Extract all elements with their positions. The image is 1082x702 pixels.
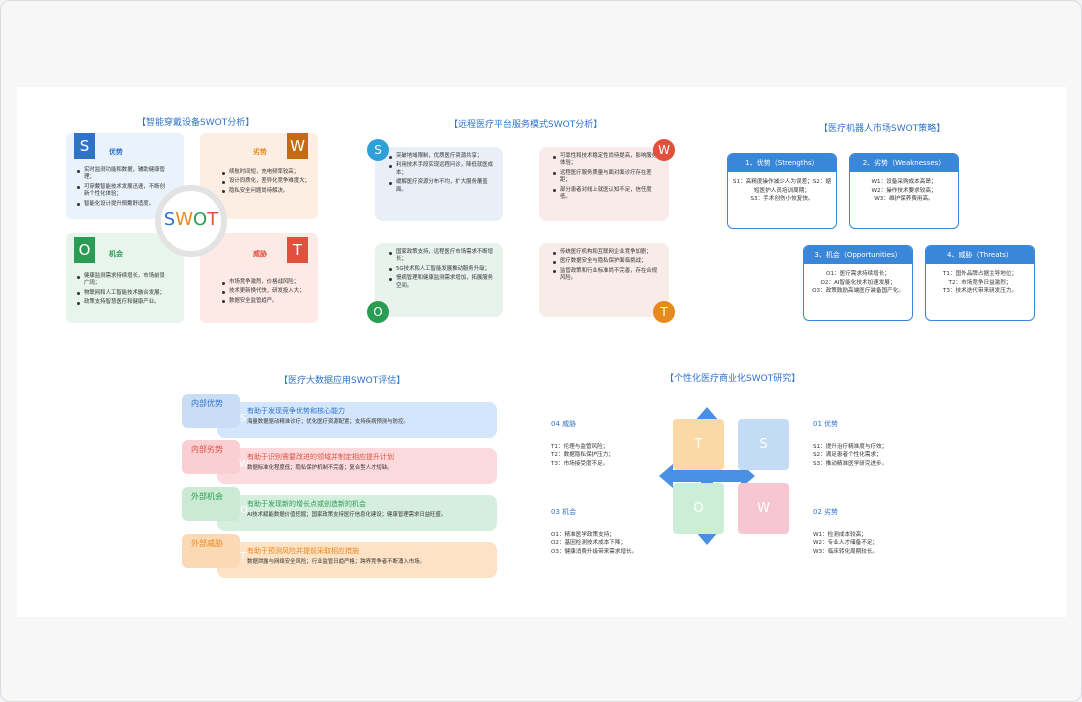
telemedicine-strength-badge: S (367, 139, 389, 161)
opportunity-tag-label: 外部机会 (191, 492, 223, 501)
list-item: 物联网和人工智能技术融合发展； (77, 290, 169, 297)
weakness-list: 续航时间短，充电频率较高； 设计同质化，差异化竞争难度大； 隐私安全问题尚待解决… (222, 169, 312, 197)
panel-telemedicine-swot: 【远程医疗平台服务模式SWOT分析】 突破地域限制，优质医疗资源共享； 利用技术… (357, 87, 697, 337)
robot-strength-card: 1、优势（Strengths） S1：高精度操作减少人为误差；S2：缩短医护人员… (727, 153, 837, 229)
big-data-opportunity-tag (182, 487, 240, 521)
robot-opportunity-card: 3、机会（Opportunities） O1：医疗需求持续增长； O2：AI智能… (803, 245, 913, 321)
panel-title: 【医疗机器人市场SWOT策略】 (819, 124, 946, 134)
threat-letter: T (240, 551, 247, 562)
arrow-up (695, 407, 719, 421)
list-item: 部分患者对线上就医认知不足，信任度低。 (553, 187, 661, 202)
telemedicine-strength-card: 突破地域限制，优质医疗资源共享； 利用技术手段实现远程问诊，降低就医成本； 缓解… (375, 147, 503, 221)
list-item: 续航时间短，充电频率较高； (222, 169, 312, 176)
panel-big-data-swot: 【医疗大数据应用SWOT评估】 有助于发现竞争优势和核心能力 海量数据驱动精准诊… (167, 357, 507, 587)
quadrant-opportunity: O (673, 483, 724, 534)
opportunity-badge: O (74, 237, 95, 263)
list-item: 监管政策和行业标准尚不完善，存在合规风险。 (553, 268, 661, 283)
list-item: 突破地域限制，优质医疗资源共享； (389, 153, 495, 160)
weakness-badge: W (287, 133, 308, 159)
robot-threat-card: 4、威胁（Threats） T1：国外品牌占据主导地位； T2：市场竞争日益激烈… (925, 245, 1035, 321)
strength-list: 实时监测功能和数据，辅助健康管理； 可穿戴智能技术发展迅速，不断创新个性化体验；… (77, 167, 169, 210)
list-item: 国家政策支持，远程医疗市场需求不断增长； (389, 249, 495, 264)
panel-title: 【医疗大数据应用SWOT评估】 (279, 376, 406, 386)
opportunity-list: 健康监测需求持续增长，市场前景广阔； 物联网和人工智能技术融合发展； 政策支持智… (77, 273, 169, 309)
panel-medical-robot-swot: 【医疗机器人市场SWOT策略】 1、优势（Strengths） S1：高精度操作… (707, 87, 1047, 337)
big-data-strength-row: 有助于发现竞争优势和核心能力 海量数据驱动精准诊疗；优化医疗资源配置；支持疾病预… (217, 402, 497, 438)
swot-center-logo: SWOT (155, 185, 227, 257)
panel-wearable-swot: 【智能穿戴设备SWOT分析】 S 优势 实时监测功能和数据，辅助健康管理； 可穿… (17, 87, 347, 337)
panel-title: 【远程医疗平台服务模式SWOT分析】 (449, 120, 603, 130)
list-item: 医疗数据安全与隐私保护面临挑战； (553, 258, 661, 265)
panel-title: 【个性化医疗商业化SWOT研究】 (665, 374, 801, 384)
telemedicine-opportunity-badge: O (367, 301, 389, 323)
list-item: 智能化设计提升佩戴舒适度。 (77, 201, 169, 208)
weakness-letter: W (239, 459, 249, 470)
panel-personalized-medicine-swot: 【个性化医疗商业化SWOT研究】 T S O W 04 威胁 T1：伦理与监管风… (537, 357, 937, 587)
opportunity-label: 机会 (109, 250, 123, 258)
big-data-threat-row: 有助于预测风险并提前采取相应措施 数据泄露与网络安全风险；行业监管日趋严格；跨界… (217, 542, 497, 578)
strength-badge: S (74, 133, 95, 159)
list-item: 缓解医疗资源分布不均，扩大服务覆盖面。 (389, 179, 495, 194)
list-item: 隐私安全问题尚待解决。 (222, 188, 312, 195)
threat-list: 市场竞争激烈，价格战风险； 技术更新换代快，研发投入大； 数据安全监管趋严。 (222, 279, 312, 307)
threat-badge: T (287, 237, 308, 263)
threat-list: T1：伦理与监管风险； T2：数据隐私保护压力； T3：市场接受度不足。 (551, 444, 614, 467)
weakness-heading: 02 劣势 (813, 508, 839, 516)
list-item: 技术更新换代快，研发投入大； (222, 288, 312, 295)
opportunity-heading: 03 机会 (551, 508, 577, 516)
quadrant-threat: T (673, 419, 724, 470)
list-item: 实时监测功能和数据，辅助健康管理； (77, 167, 169, 182)
list-item: 政策支持智慧医疗和健康产业。 (77, 299, 169, 306)
list-item: 慢病管理和健康监测需求增加，拓展服务空间。 (389, 275, 495, 290)
telemedicine-threat-badge: T (653, 301, 675, 323)
strength-letter: S (240, 413, 247, 424)
strength-list: S1：提升治疗精准度与疗效； S2：满足患者个性化需求； S3：推动精准医学研究… (813, 444, 888, 467)
opportunity-list: O1：精准医学政策支持； O2：基因检测技术成本下降； O3：健康消费升级带来需… (551, 532, 638, 555)
telemedicine-threat-card: 传统医疗机构和互联网企业竞争加剧； 医疗数据安全与隐私保护面临挑战； 监管政策和… (539, 243, 669, 317)
quadrant-weakness: W (738, 483, 789, 534)
threat-label: 威胁 (253, 250, 267, 258)
arrow-right (741, 464, 755, 488)
arrow-left (659, 464, 673, 488)
weakness-label: 劣势 (253, 148, 267, 156)
big-data-threat-tag (182, 534, 240, 568)
list-item: 可靠性和技术稳定性尚待提高，影响服务体验； (553, 153, 661, 168)
list-item: 可穿戴智能技术发展迅速，不断创新个性化体验； (77, 184, 169, 199)
swot-canvas: 【智能穿戴设备SWOT分析】 S 优势 实时监测功能和数据，辅助健康管理； 可穿… (17, 87, 1067, 617)
opportunity-letter: O (240, 505, 248, 516)
list-item: 健康监测需求持续增长，市场前景广阔； (77, 273, 169, 288)
list-item: 数据安全监管趋严。 (222, 298, 312, 305)
quadrant-strength: S (738, 419, 789, 470)
arrow-down (695, 531, 719, 545)
list-item: 设计同质化，差异化竞争难度大； (222, 178, 312, 185)
strength-label: 优势 (109, 148, 123, 156)
strength-tag-label: 内部优势 (191, 399, 223, 408)
threat-tag-label: 外部威胁 (191, 539, 223, 548)
big-data-opportunity-row: 有助于发现新的增长点或创造新的机会 AI技术赋能数据价值挖掘；国家政策支持医疗信… (217, 495, 497, 531)
strength-heading: 01 优势 (813, 420, 839, 428)
threat-heading: 04 威胁 (551, 420, 577, 428)
list-item: 远程医疗服务质量与面对面诊疗存在差距； (553, 170, 661, 185)
telemedicine-opportunity-card: 国家政策支持，远程医疗市场需求不断增长； 5G技术和人工智能发展推动服务升级； … (375, 243, 503, 317)
robot-weakness-card: 2、劣势（Weaknesses） W1：设备采购成本高昂； W2：操作技术要求较… (849, 153, 959, 229)
telemedicine-weakness-badge: W (653, 139, 675, 161)
list-item: 传统医疗机构和互联网企业竞争加剧； (553, 249, 661, 256)
telemedicine-weakness-card: 可靠性和技术稳定性尚待提高，影响服务体验； 远程医疗服务质量与面对面诊疗存在差距… (539, 147, 669, 221)
weakness-list: W1：检测成本较高； W2：专业人才储备不足； W3：临床转化周期较长。 (813, 532, 879, 555)
list-item: 5G技术和人工智能发展推动服务升级； (389, 266, 495, 273)
big-data-strength-tag (182, 394, 240, 428)
list-item: 市场竞争激烈，价格战风险； (222, 279, 312, 286)
weakness-tag-label: 内部劣势 (191, 445, 223, 454)
big-data-weakness-tag (182, 440, 240, 474)
panel-title: 【智能穿戴设备SWOT分析】 (137, 118, 255, 128)
list-item: 利用技术手段实现远程问诊，降低就医成本； (389, 162, 495, 177)
big-data-weakness-row: 有助于识别需要改进的领域并制定相应提升计划 数据标准化程度低；隐私保护机制不完善… (217, 448, 497, 484)
